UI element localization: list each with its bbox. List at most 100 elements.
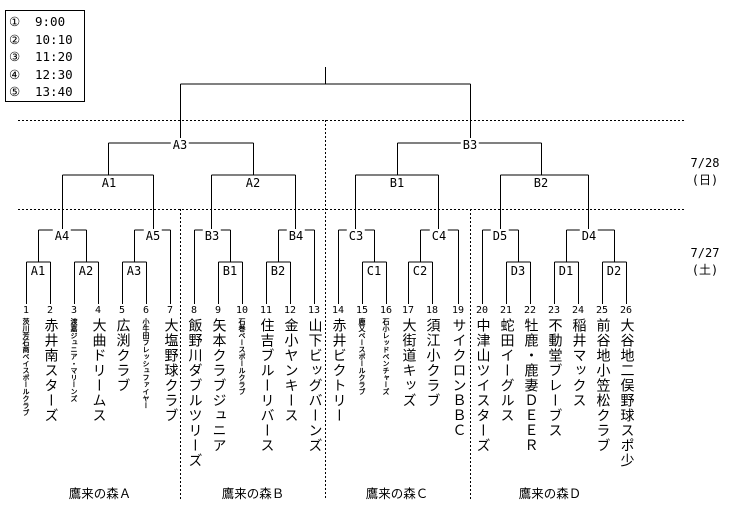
team-name: 鹿又ベースボールクラブ <box>358 318 366 395</box>
match-label: A1 <box>99 176 119 190</box>
schedule-row: ② 10:10 <box>9 31 84 49</box>
team-number: 17 <box>401 305 415 316</box>
team-name: 稲井マックス <box>570 318 587 408</box>
team-number: 26 <box>619 305 633 316</box>
team-name: 大街道キッズ <box>400 318 417 408</box>
round-marker: ③ <box>9 49 21 64</box>
date-upper: 7/28 <box>690 156 720 170</box>
venue-label: 鷹来の森Ｄ <box>518 486 582 501</box>
team-number: 5 <box>118 305 126 316</box>
team-number: 12 <box>283 305 297 316</box>
team-name: 大谷地二俣野球スポ少 <box>618 318 635 468</box>
team-number: 22 <box>523 305 537 316</box>
team-name: 中津山ツイスターズ <box>474 318 491 453</box>
team-name: 大曲ドリームス <box>90 318 107 423</box>
team-name: 山下ビッグバーンズ <box>306 318 323 453</box>
team-number: 8 <box>190 305 198 316</box>
team-number: 6 <box>142 305 150 316</box>
team-number: 23 <box>547 305 561 316</box>
date-label-lower: 7/27 (土) <box>690 245 720 279</box>
match-label: D5 <box>490 229 510 243</box>
team-name: サイクロンＢＢＣ <box>450 318 467 438</box>
team-name: 蛇田イーグルス <box>498 318 515 423</box>
schedule-row: ⑤ 13:40 <box>9 83 84 101</box>
time-schedule-legend: ① 9:00 ② 10:10 ③ 11:20 ④ 12:30 ⑤ 13:40 <box>5 10 85 102</box>
match-label: A2 <box>76 264 96 278</box>
schedule-row: ① 9:00 <box>9 13 84 31</box>
match-label: B2 <box>531 176 551 190</box>
match-label: A3 <box>170 138 190 152</box>
match-label: A2 <box>243 176 263 190</box>
round-time: 12:30 <box>35 66 73 82</box>
team-number: 13 <box>307 305 321 316</box>
match-label: C2 <box>410 264 430 278</box>
round-time: 9:00 <box>35 14 66 29</box>
team-name: 大塩野球クラブ <box>162 318 179 423</box>
team-number: 2 <box>46 305 54 316</box>
date-lower: 7/27 <box>690 246 720 260</box>
team-number: 24 <box>571 305 585 316</box>
match-label: B3 <box>202 229 222 243</box>
team-number: 7 <box>166 305 174 316</box>
match-label: B1 <box>220 264 240 278</box>
match-label: B4 <box>286 229 306 243</box>
match-label: B2 <box>268 264 288 278</box>
team-name: 渡嘉ジュニア・マリーンズ <box>70 318 78 402</box>
venue-label: 鷹来の森Ｂ <box>221 486 285 501</box>
venue-label: 鷹来の森Ｃ <box>365 486 429 501</box>
team-number: 15 <box>355 305 369 316</box>
round-marker: ④ <box>9 66 21 82</box>
team-name: 茨川芳石商ベイスボールクラブ <box>22 318 30 416</box>
match-label: C3 <box>346 229 366 243</box>
team-number: 25 <box>595 305 609 316</box>
team-name: 石小レッドベンチャーズ <box>382 318 390 395</box>
day-lower: (土) <box>691 263 719 277</box>
team-number: 1 <box>22 305 30 316</box>
round-marker: ② <box>9 31 21 47</box>
team-name: 金小ヤンキース <box>282 318 299 423</box>
schedule-row: ④ 12:30 <box>9 66 84 84</box>
team-name: 赤井ビクトリー <box>330 318 347 423</box>
schedule-row: ③ 11:20 <box>9 48 84 66</box>
team-name: 赤井南スターズ <box>42 318 59 423</box>
match-label: D4 <box>579 229 599 243</box>
team-number: 19 <box>451 305 465 316</box>
team-name: 不動堂ブレーブス <box>546 318 563 438</box>
round-marker: ① <box>9 14 21 29</box>
day-upper: (日) <box>691 173 719 187</box>
match-label: D3 <box>508 264 528 278</box>
team-number: 20 <box>475 305 489 316</box>
match-label: D1 <box>556 264 576 278</box>
match-label: A3 <box>124 264 144 278</box>
team-number: 21 <box>499 305 513 316</box>
team-number: 16 <box>379 305 393 316</box>
round-marker: ⑤ <box>9 84 21 99</box>
match-label: A4 <box>52 229 72 243</box>
venue-label: 鷹来の森Ａ <box>68 486 132 501</box>
match-label: D2 <box>604 264 624 278</box>
team-number: 11 <box>259 305 273 316</box>
team-name: 矢本クラブジュニア <box>210 318 227 453</box>
team-number: 14 <box>331 305 345 316</box>
match-label: B3 <box>460 138 480 152</box>
team-number: 3 <box>70 305 78 316</box>
match-label: A1 <box>28 264 48 278</box>
team-name: 須江小クラブ <box>424 318 441 408</box>
team-number: 18 <box>425 305 439 316</box>
round-time: 13:40 <box>35 84 73 99</box>
date-label-upper: 7/28 (日) <box>690 155 720 189</box>
team-name: 広渕クラブ <box>114 318 131 393</box>
match-label: C1 <box>364 264 384 278</box>
team-name: 小牛田フレッシュファイヤー <box>142 318 150 409</box>
team-number: 10 <box>235 305 249 316</box>
round-time: 11:20 <box>35 49 73 64</box>
team-number: 9 <box>214 305 222 316</box>
round-time: 10:10 <box>35 31 73 47</box>
match-label: C4 <box>429 229 449 243</box>
match-label: B1 <box>387 176 407 190</box>
match-label: A5 <box>143 229 163 243</box>
team-name: 前谷地小笠松クラブ <box>594 318 611 453</box>
team-name: 石巻ベースボールクラブ <box>238 318 246 395</box>
team-number: 4 <box>94 305 102 316</box>
